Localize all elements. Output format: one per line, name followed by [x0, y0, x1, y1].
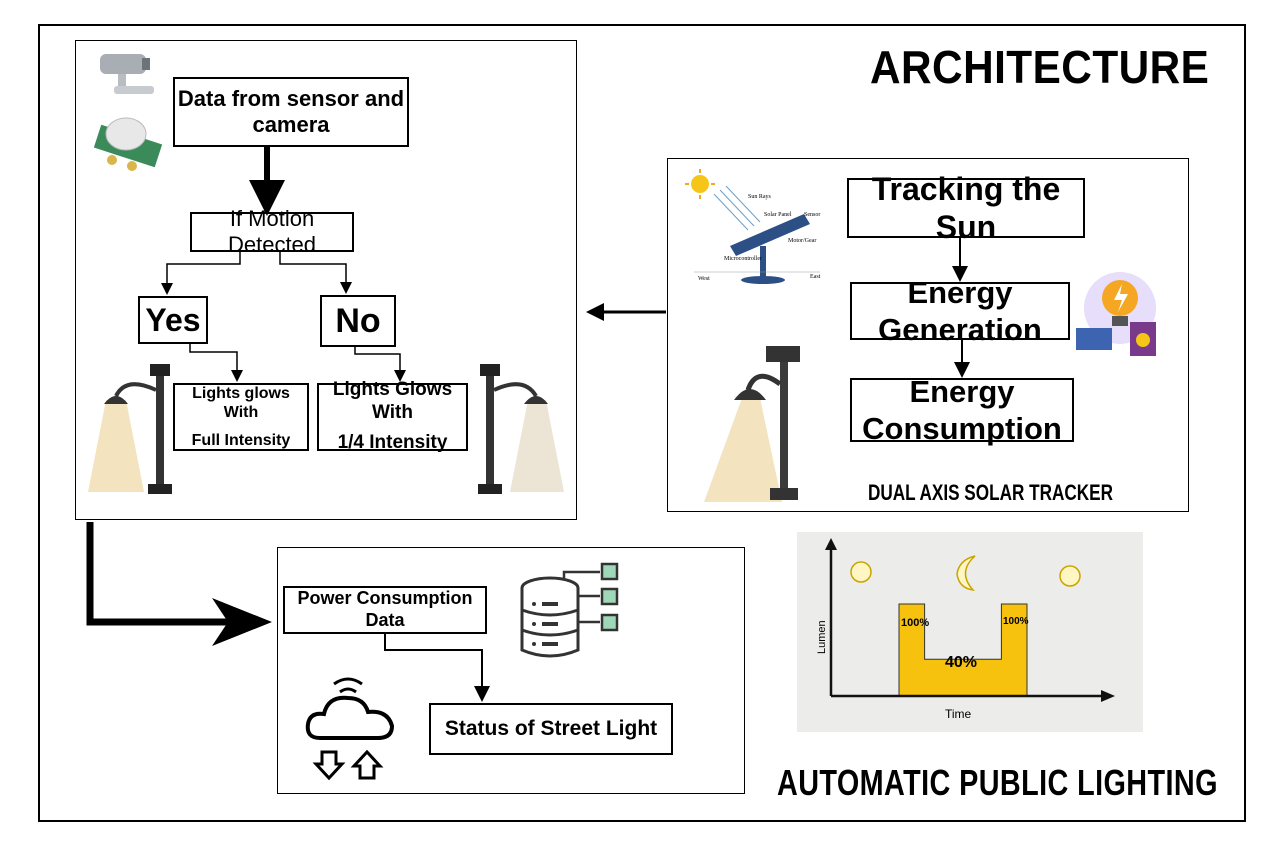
moon-icon [956, 555, 976, 592]
outer-frame [38, 24, 1246, 822]
cloud-sync-icon [305, 677, 395, 781]
lumen-chart-svg: 100% 40% 100% Lumen Time [816, 538, 1115, 721]
motor-gear-label: Motor/Gear [788, 238, 816, 244]
bottom-title: AUTOMATIC PUBLIC LIGHTING [777, 762, 1218, 803]
solar-tracker-caption: DUAL AXIS SOLAR TRACKER [868, 480, 1114, 505]
sun-rays-label: Sun Rays [748, 194, 772, 200]
y-axis-label: Lumen [816, 620, 828, 654]
data-source-box: Data from sensor and camera [173, 77, 409, 147]
tracking-sun-label: Tracking the Sun [871, 170, 1061, 245]
east-label: East [810, 274, 821, 280]
yes-label: Yes [145, 301, 201, 338]
energy-generation-box: Energy Generation [850, 275, 1070, 347]
full-intensity-line1: Lights glows With [192, 385, 290, 422]
x-axis-label: Time [945, 707, 972, 721]
quarter-intensity-box: Lights Glows With 1/4 Intensity [317, 379, 468, 453]
street-light-status-label: Status of Street Light [444, 717, 658, 741]
motion-sensor-icon [93, 117, 163, 171]
microcontroller-label: Microcontroller [724, 256, 762, 262]
sun-icon-left [850, 561, 872, 583]
street-lamp-icon-right [478, 364, 564, 494]
lumen-area [898, 603, 1028, 697]
no-box: No [320, 295, 396, 347]
energy-consumption-box: Energy Consumption [850, 374, 1074, 446]
quarter-intensity-line1: Lights Glows With [332, 378, 453, 423]
database-icon [520, 562, 619, 658]
power-data-box: Power Consumption Data [283, 586, 487, 634]
area-label-left: 100% [901, 617, 929, 629]
area-label-center: 40% [945, 654, 977, 671]
sensor-label: Sensor [804, 212, 820, 218]
energy-bulb-icon [1076, 272, 1156, 356]
full-intensity-box: Lights glows With Full Intensity [173, 383, 309, 451]
energy-generation-label: Energy Generation [878, 274, 1042, 347]
solar-street-lamp-icon [704, 346, 800, 502]
tracking-sun-box: Tracking the Sun [847, 171, 1085, 245]
motion-decision-label: If Motion Detected [227, 205, 317, 257]
data-source-label: Data from sensor and camera [177, 85, 405, 137]
yes-box: Yes [138, 296, 208, 344]
sun-icon-right [1059, 565, 1081, 587]
no-label: No [335, 301, 381, 340]
west-label: West [698, 276, 710, 282]
full-intensity-line2: Full Intensity [191, 431, 291, 449]
area-label-right: 100% [1003, 616, 1029, 627]
street-light-status-box: Status of Street Light [429, 703, 673, 755]
page-title: ARCHITECTURE [870, 41, 1210, 93]
energy-consumption-label: Energy Consumption [862, 373, 1062, 446]
quarter-intensity-line2: 1/4 Intensity [337, 432, 448, 454]
street-lamp-icon-left [88, 364, 172, 494]
solar-tracker-diagram: Sun Rays Solar Panel Sensor Motor/Gear M… [685, 169, 821, 284]
solar-panel-label: Solar Panel [764, 212, 792, 218]
cctv-camera-icon [100, 54, 154, 94]
power-data-label: Power Consumption Data [297, 588, 473, 630]
